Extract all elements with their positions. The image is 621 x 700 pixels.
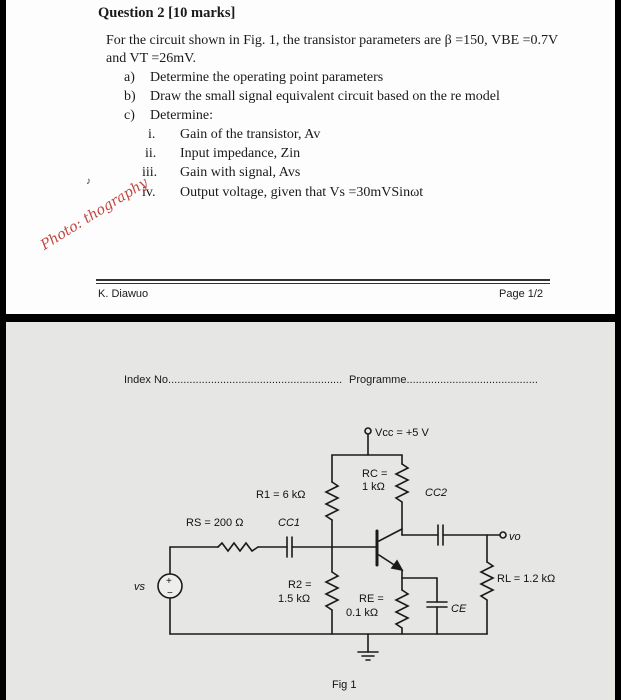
- vcc-terminal: [364, 427, 372, 435]
- rc-resistor: [394, 463, 410, 503]
- r2-resistor: [324, 571, 340, 611]
- question-intro-line-2: and VT =26mV.: [106, 51, 196, 66]
- rs-resistor: [217, 541, 259, 553]
- subpart-iii-text: Gain with signal, Avs: [180, 165, 301, 180]
- rs-label: RS = 200 Ω: [186, 517, 243, 529]
- rc-label-value: 1 kΩ: [362, 481, 385, 493]
- re-label-value: 0.1 kΩ: [346, 607, 378, 619]
- cc2-label: CC2: [425, 487, 447, 499]
- rc-label-name: RC =: [362, 468, 387, 480]
- ce-label: CE: [451, 603, 467, 615]
- transistor-collector: [378, 528, 403, 542]
- part-c-text: Determine:: [150, 108, 213, 123]
- subpart-iii-marker: iii.: [142, 165, 158, 180]
- vs-label: vs: [134, 581, 146, 593]
- question-title: Question 2 [10 marks]: [98, 5, 236, 21]
- r1-label: R1 = 6 kΩ: [256, 489, 306, 501]
- subpart-ii-marker: ii.: [145, 146, 157, 161]
- subpart-iv-text: Output voltage, given that Vs =30mVSinωt: [180, 185, 424, 200]
- programme-field: Programme...............................…: [349, 374, 538, 386]
- subpart-i-text: Gain of the transistor, Av: [180, 127, 321, 142]
- part-a-marker: a): [124, 70, 135, 85]
- rl-label: RL = 1.2 kΩ: [497, 573, 555, 585]
- footer-page-number: Page 1/2: [499, 288, 544, 300]
- vo-label: vo: [509, 531, 521, 543]
- r1-resistor: [324, 481, 340, 521]
- pen-tick-mark: ♪: [86, 176, 91, 187]
- vo-terminal: [499, 531, 507, 539]
- rl-resistor: [479, 561, 495, 601]
- footer-rule-thick: [96, 279, 550, 281]
- part-a-text: Determine the operating point parameters: [150, 70, 384, 85]
- re-label-name: RE =: [359, 593, 384, 605]
- index-number-field: Index No................................…: [124, 374, 343, 386]
- part-c-marker: c): [124, 108, 135, 123]
- re-resistor: [394, 589, 410, 629]
- r2-label-name: R2 =: [288, 579, 312, 591]
- source-plus-sign: +: [166, 576, 172, 587]
- subpart-i-marker: i.: [148, 127, 156, 142]
- part-b-text: Draw the small signal equivalent circuit…: [150, 89, 500, 104]
- circuit-diagram: + − Vcc = +5 V RC = 1 kΩ CC2 R1 = 6 kΩ R…: [134, 427, 555, 691]
- r2-label-value: 1.5 kΩ: [278, 593, 310, 605]
- emitter-arrow: [390, 559, 404, 572]
- subpart-iv-marker: iv.: [142, 185, 156, 200]
- footer-rule-thin: [96, 283, 550, 284]
- source-minus-sign: −: [167, 588, 173, 599]
- cc1-label: CC1: [278, 517, 300, 529]
- exam-page-2: [6, 322, 615, 700]
- exam-page-1: [6, 0, 615, 314]
- footer-author: K. Diawuo: [98, 288, 149, 300]
- part-b-marker: b): [124, 89, 136, 104]
- subpart-ii-text: Input impedance, Zin: [180, 146, 301, 161]
- question-intro-line-1: For the circuit shown in Fig. 1, the tra…: [106, 33, 559, 48]
- figure-caption: Fig 1: [332, 679, 356, 691]
- vcc-label: Vcc = +5 V: [375, 427, 429, 439]
